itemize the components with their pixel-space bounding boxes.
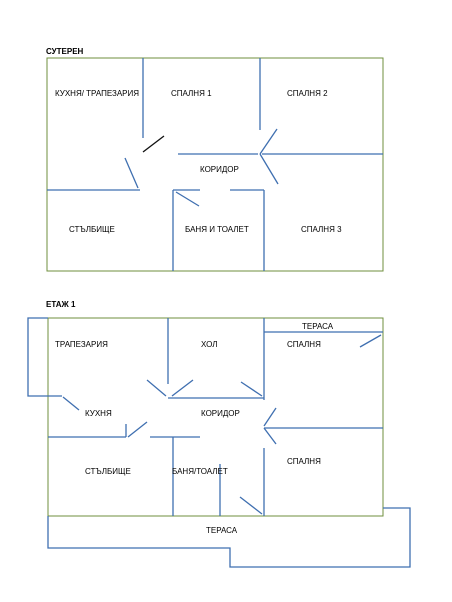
basement-room-label: СПАЛНЯ 2 bbox=[287, 89, 328, 98]
floor1-bay-outline bbox=[27, 317, 62, 397]
floor1-door bbox=[359, 334, 382, 348]
floor1-plan: ЕТАЖ 1 ТЕРАСА ТРАПЕЗАРИЯ ХОЛ СПАЛ bbox=[27, 300, 411, 568]
basement-outer-wall bbox=[46, 57, 384, 272]
basement-room-label: КОРИДОР bbox=[200, 165, 239, 174]
floor1-terrace-outline bbox=[47, 507, 411, 568]
floor1-room-label: СПАЛНЯ bbox=[287, 457, 321, 466]
floor1-door bbox=[171, 379, 194, 397]
basement-room-label: СТЪЛБИЩЕ bbox=[69, 225, 115, 234]
floor1-room-label: СТЪЛБИЩЕ bbox=[85, 467, 131, 476]
floor1-room-label: ХОЛ bbox=[201, 340, 217, 349]
basement-door bbox=[259, 153, 279, 185]
basement-title: СУТЕРЕН bbox=[46, 47, 84, 56]
basement-room-label: СПАЛНЯ 1 bbox=[171, 89, 212, 98]
basement-room-label: КУХНЯ/ ТРАПЕЗАРИЯ bbox=[55, 89, 139, 98]
basement-room-label: СПАЛНЯ 3 bbox=[301, 225, 342, 234]
basement-plan: СУТЕРЕН КУХНЯ/ ТРАПЕЗАРИЯ СПАЛНЯ 1 СПАЛН… bbox=[46, 47, 384, 272]
basement-room-label: БАНЯ И ТОАЛЕТ bbox=[185, 225, 249, 234]
floor1-room-label: БАНЯ/ТОАЛЕТ bbox=[172, 467, 228, 476]
floor1-door bbox=[146, 379, 167, 397]
floor1-room-label: ТРАПЕЗАРИЯ bbox=[55, 340, 108, 349]
basement-door bbox=[124, 157, 139, 189]
floor1-door bbox=[127, 421, 148, 438]
floor1-outer-wall bbox=[47, 317, 384, 517]
floor1-door bbox=[263, 407, 277, 427]
basement-door bbox=[175, 191, 200, 207]
floor1-door bbox=[263, 427, 277, 445]
floor1-door bbox=[240, 381, 263, 397]
floor1-room-label: КУХНЯ bbox=[85, 409, 112, 418]
floor1-room-label: ТЕРАСА bbox=[206, 526, 238, 535]
floor1-door bbox=[239, 496, 263, 515]
floor1-title: ЕТАЖ 1 bbox=[46, 300, 76, 309]
floor1-room-label: КОРИДОР bbox=[201, 409, 240, 418]
floor1-room-label: СПАЛНЯ bbox=[287, 340, 321, 349]
floor1-room-label: ТЕРАСА bbox=[302, 322, 334, 331]
basement-door bbox=[259, 128, 278, 155]
floor1-door bbox=[62, 396, 80, 411]
basement-door bbox=[142, 135, 165, 153]
